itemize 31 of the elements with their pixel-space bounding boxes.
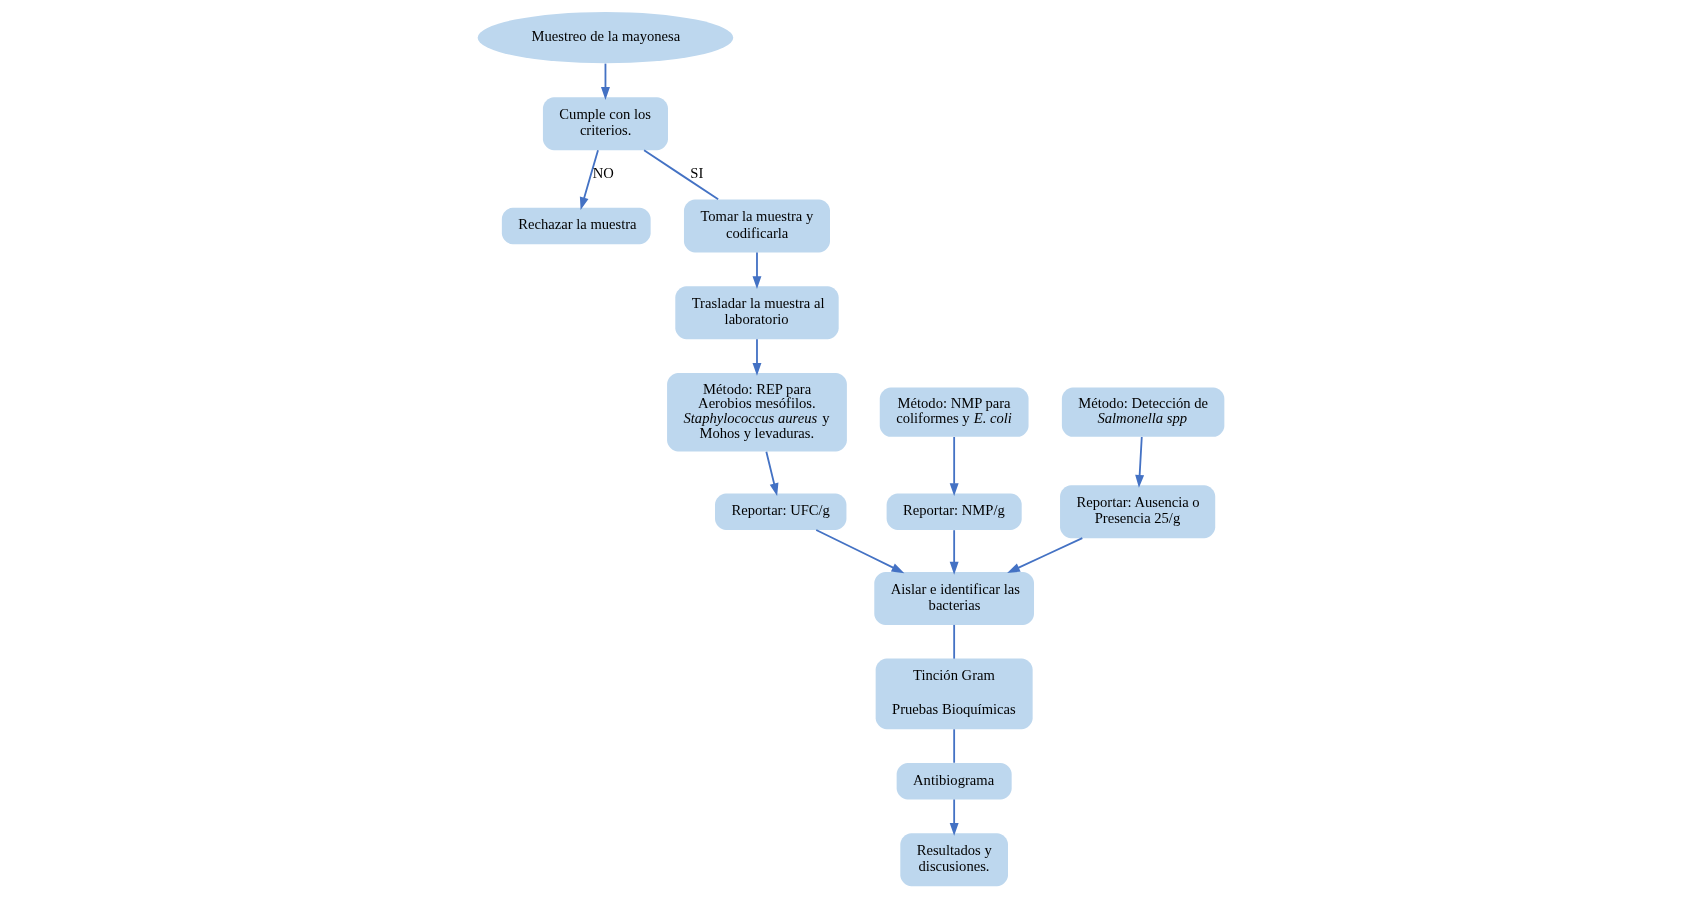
node-box: Reportar: Ausencia o Presencia 25/g: [1059, 485, 1215, 539]
connector: [952, 624, 955, 660]
node-box: Rechazar la muestra: [501, 207, 651, 245]
arrow: [764, 450, 778, 496]
node-box: Tomar la muestra y codificarla: [683, 199, 830, 253]
node-box: Reportar: NMP/g: [886, 493, 1022, 530]
arrow: [949, 798, 959, 836]
arrow: [814, 529, 904, 574]
arrow: [752, 338, 761, 376]
arrow: [600, 62, 610, 100]
node-box: Método: REP para Aerobios mesófilos. Staphylococcus aureus y Mohos y levaduras.: [666, 372, 847, 452]
node-box: Resultados y discusiones.: [899, 833, 1008, 887]
node-box: Aislar e identificar las bacterias: [873, 571, 1034, 625]
arrow: [1134, 436, 1144, 488]
node-box: Método: NMP para coliformes y E. coli: [879, 387, 1029, 437]
arrow: [579, 149, 599, 211]
connector: [952, 728, 955, 764]
arrow: [752, 251, 761, 289]
node-box: Tinción Gram Pruebas Bioquímicas: [875, 658, 1033, 730]
node-box: Método: Detección de Salmonella spp: [1061, 387, 1224, 437]
node-box: Cumple con los criterios.: [542, 97, 668, 151]
edge-label: NO: [592, 165, 614, 182]
node-box: Reportar: UFC/g: [714, 493, 846, 530]
connector: [642, 149, 719, 201]
edge-label: SI: [689, 165, 703, 182]
arrow: [1006, 537, 1083, 573]
arrow: [949, 436, 959, 497]
node-box: Trasladar la muestra al laboratorio: [674, 286, 839, 340]
arrow: [949, 529, 959, 575]
node-box: Antibiograma: [896, 762, 1012, 800]
node-ellipse: Muestreo de la mayonesa: [477, 12, 733, 64]
